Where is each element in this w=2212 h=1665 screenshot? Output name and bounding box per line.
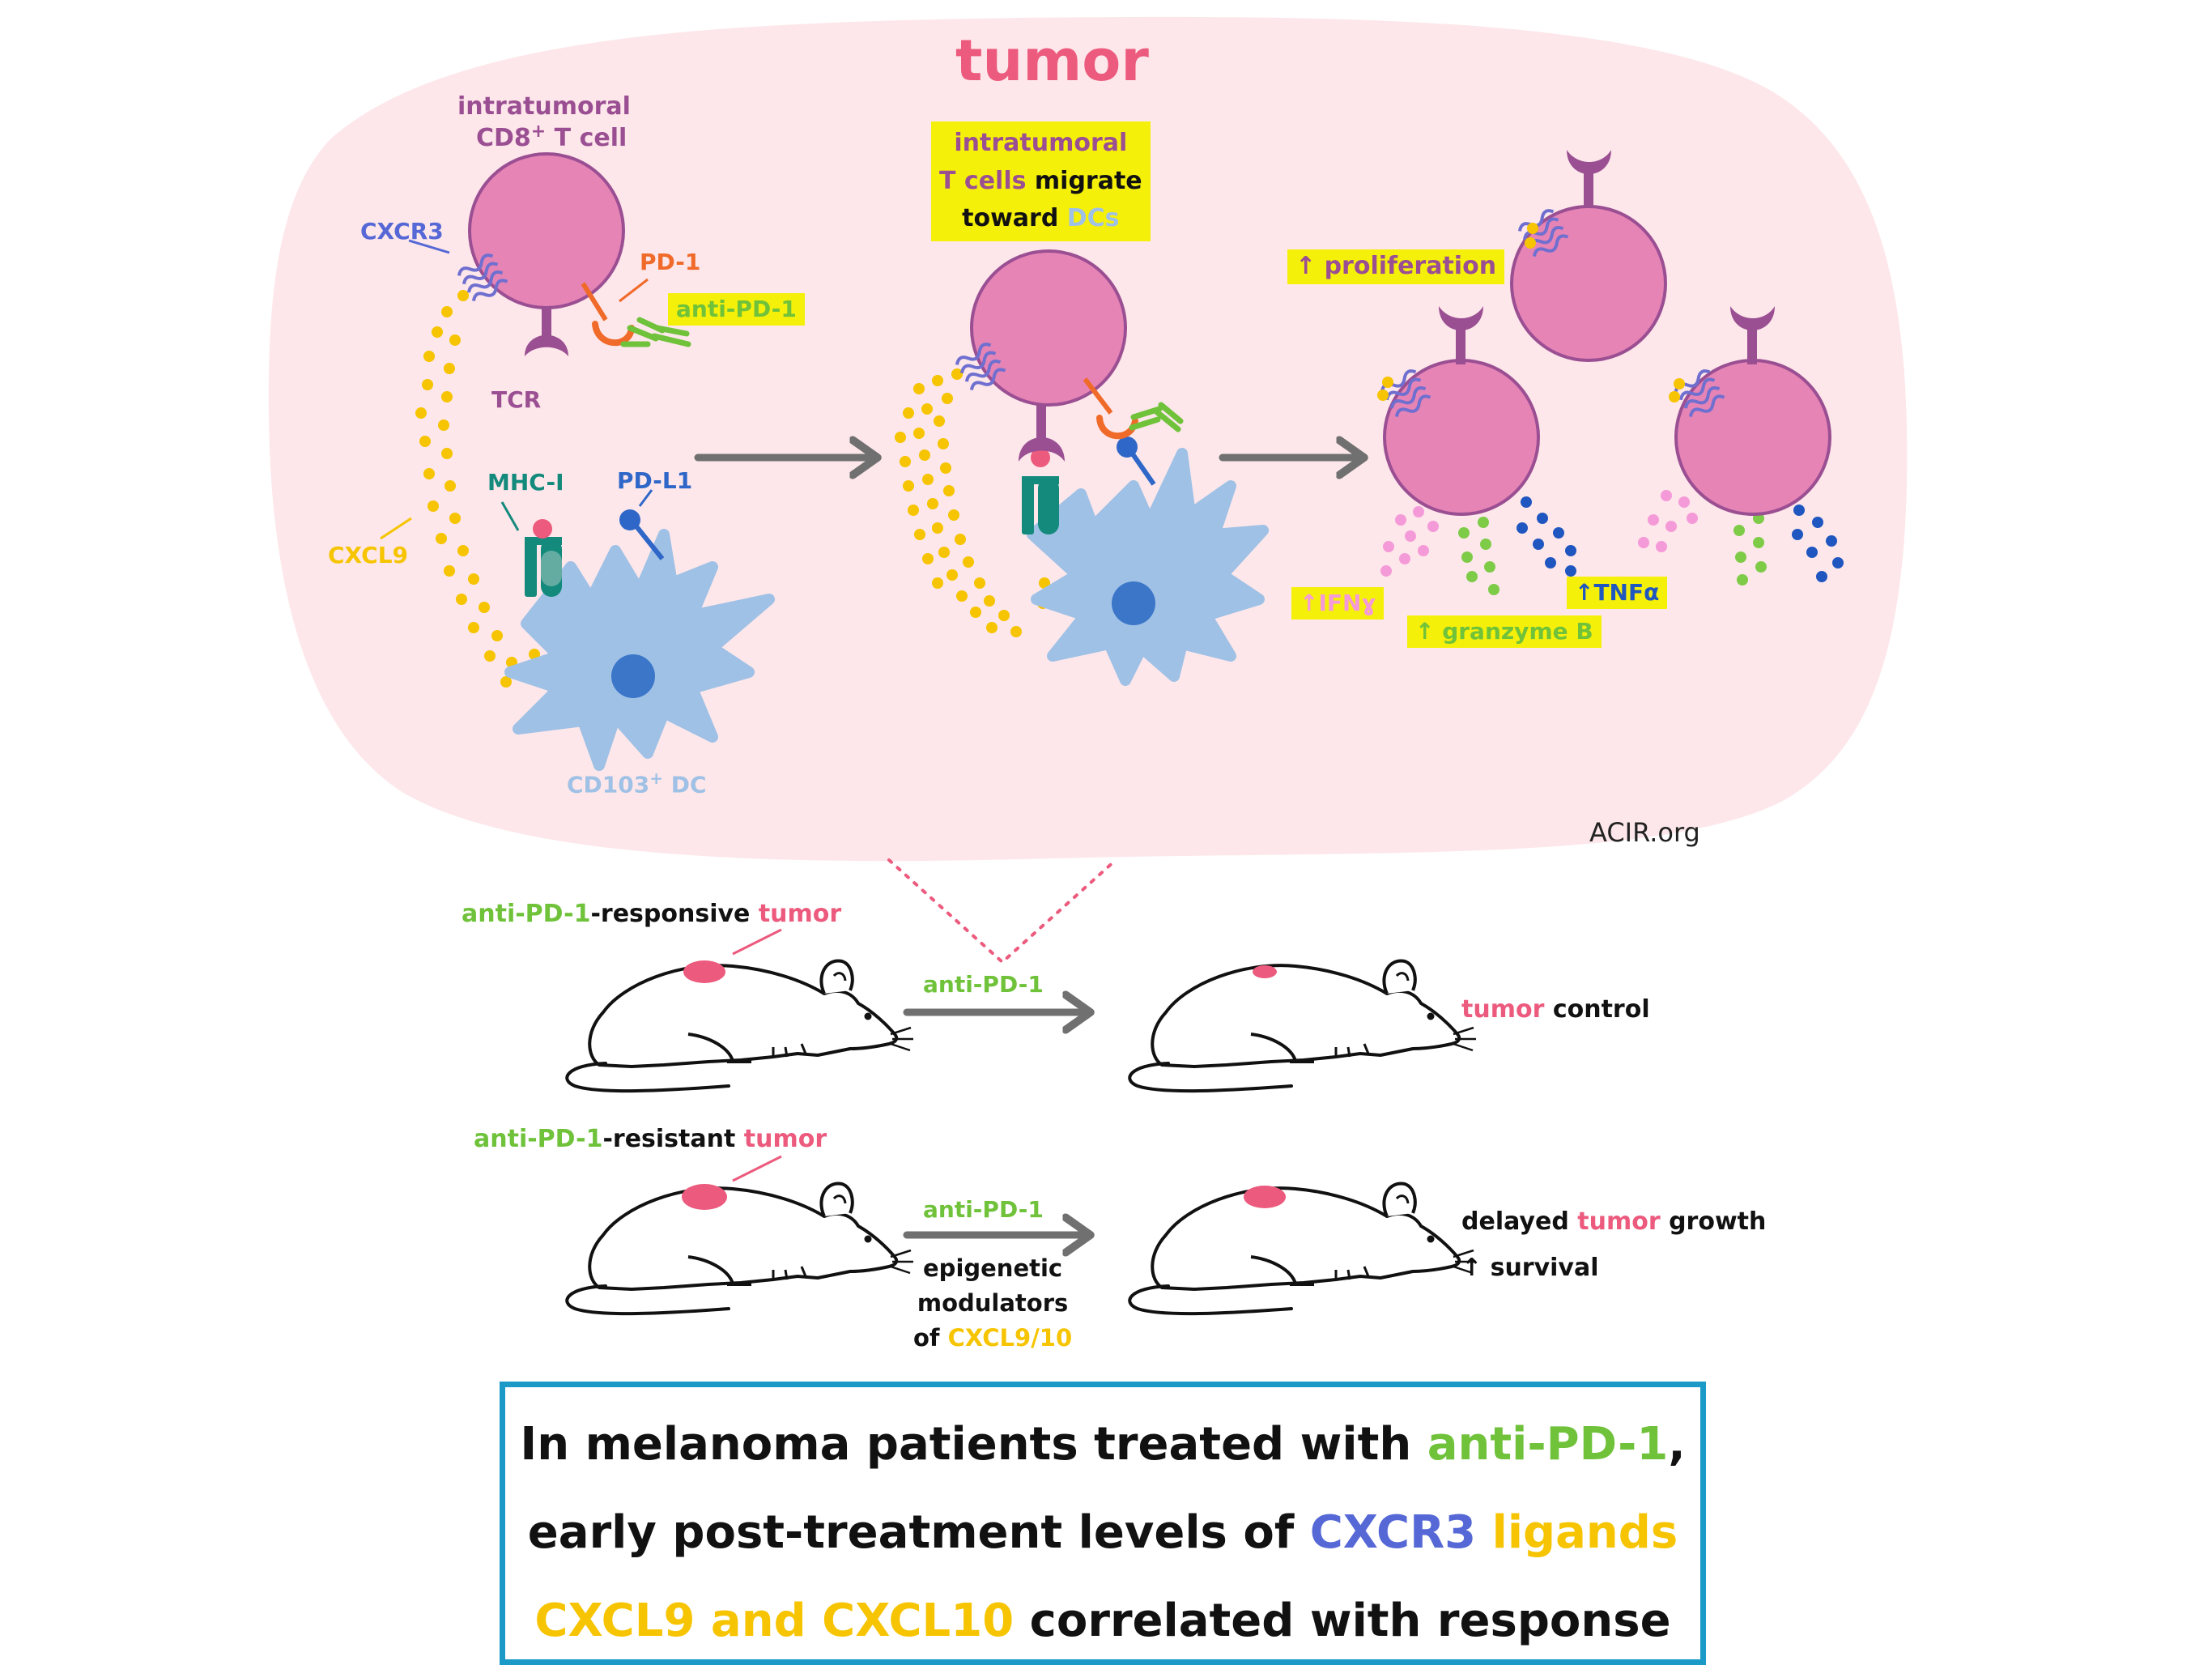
outcome-delayed-growth: delayed tumor growth ↑ survival <box>1461 1207 1767 1282</box>
pd1-label: PD-1 <box>640 249 701 275</box>
anti-pd1-label: anti-PD-1 <box>668 293 805 326</box>
tcr-label: TCR <box>491 386 542 413</box>
dendritic-cell-2 <box>1027 448 1269 686</box>
cxcr3-label: CXCR3 <box>360 218 444 245</box>
mouse-responsive-after <box>1128 959 1478 1093</box>
proliferation-callout: ↑ proliferation <box>1287 249 1505 284</box>
mhc-i-panel1 <box>500 501 562 597</box>
tumor-spot-responsive-after <box>1253 965 1277 978</box>
tcell-label-line2: CD8+ T cell <box>476 121 627 152</box>
mhc-i-label: MHC-I <box>487 469 564 496</box>
outcome-tumor-control: tumor control <box>1461 995 1650 1024</box>
migrate-callout: intratumoral T cells migrate toward DCs <box>931 121 1151 241</box>
summary-box: In melanoma patients treated with anti-P… <box>500 1382 1706 1665</box>
pd-l1-label: PD-L1 <box>617 467 693 494</box>
tcell-label-line1: intratumoral <box>457 92 631 121</box>
summary-line-3: CXCL9 and CXCL10 correlated with respons… <box>534 1595 1671 1647</box>
responsive-label: anti-PD-1-responsive tumor <box>462 900 842 928</box>
mouse-responsive-before <box>565 959 915 1093</box>
granzyme-b-callout: ↑ granzyme B <box>1407 615 1602 649</box>
tumor-spot-resistant-before <box>682 1184 727 1210</box>
cxcl9-dots-panel2 <box>895 368 1050 637</box>
mouse-resistant-after <box>1128 1182 1478 1316</box>
resistant-arrow-label: anti-PD-1 <box>923 1196 1044 1223</box>
t-cell-3-left <box>1377 306 1540 516</box>
credit-label: ACIR.org <box>1589 817 1700 848</box>
cxcl9-label: CXCL9 <box>328 542 409 568</box>
t-cell-3-right <box>1669 306 1831 516</box>
t-cell-3-top <box>1510 150 1667 362</box>
tumor-title: tumor <box>955 28 1149 94</box>
resistant-label: anti-PD-1-resistant tumor <box>474 1125 827 1153</box>
summary-line-2: early post-treatment levels of CXCR3 lig… <box>527 1506 1678 1559</box>
tumor-spot-resistant-after <box>1244 1186 1286 1208</box>
dendritic-cell-1 <box>504 529 775 771</box>
combo-treatment-label: epigenetic modulators of CXCL9/10 <box>913 1254 1073 1352</box>
tumor-spot-responsive-before <box>683 960 725 983</box>
responsive-arrow-label: anti-PD-1 <box>923 971 1044 998</box>
pd-l1-panel2 <box>1117 436 1156 486</box>
t-cell-1 <box>408 152 691 356</box>
ifng-dots <box>1380 490 1698 577</box>
zoom-connector-lines <box>887 858 1117 965</box>
dc-label: CD103+ DC <box>567 769 707 798</box>
t-cell-2 <box>955 249 1184 462</box>
summary-line-1: In melanoma patients treated with anti-P… <box>520 1418 1686 1471</box>
mhc-i-panel2 <box>1022 448 1059 534</box>
mouse-resistant-before <box>565 1182 915 1316</box>
pd-l1-panel1 <box>619 489 665 560</box>
ifng-callout: ↑IFNɣ <box>1291 587 1385 620</box>
tnfa-callout: ↑TNFα <box>1567 577 1668 610</box>
